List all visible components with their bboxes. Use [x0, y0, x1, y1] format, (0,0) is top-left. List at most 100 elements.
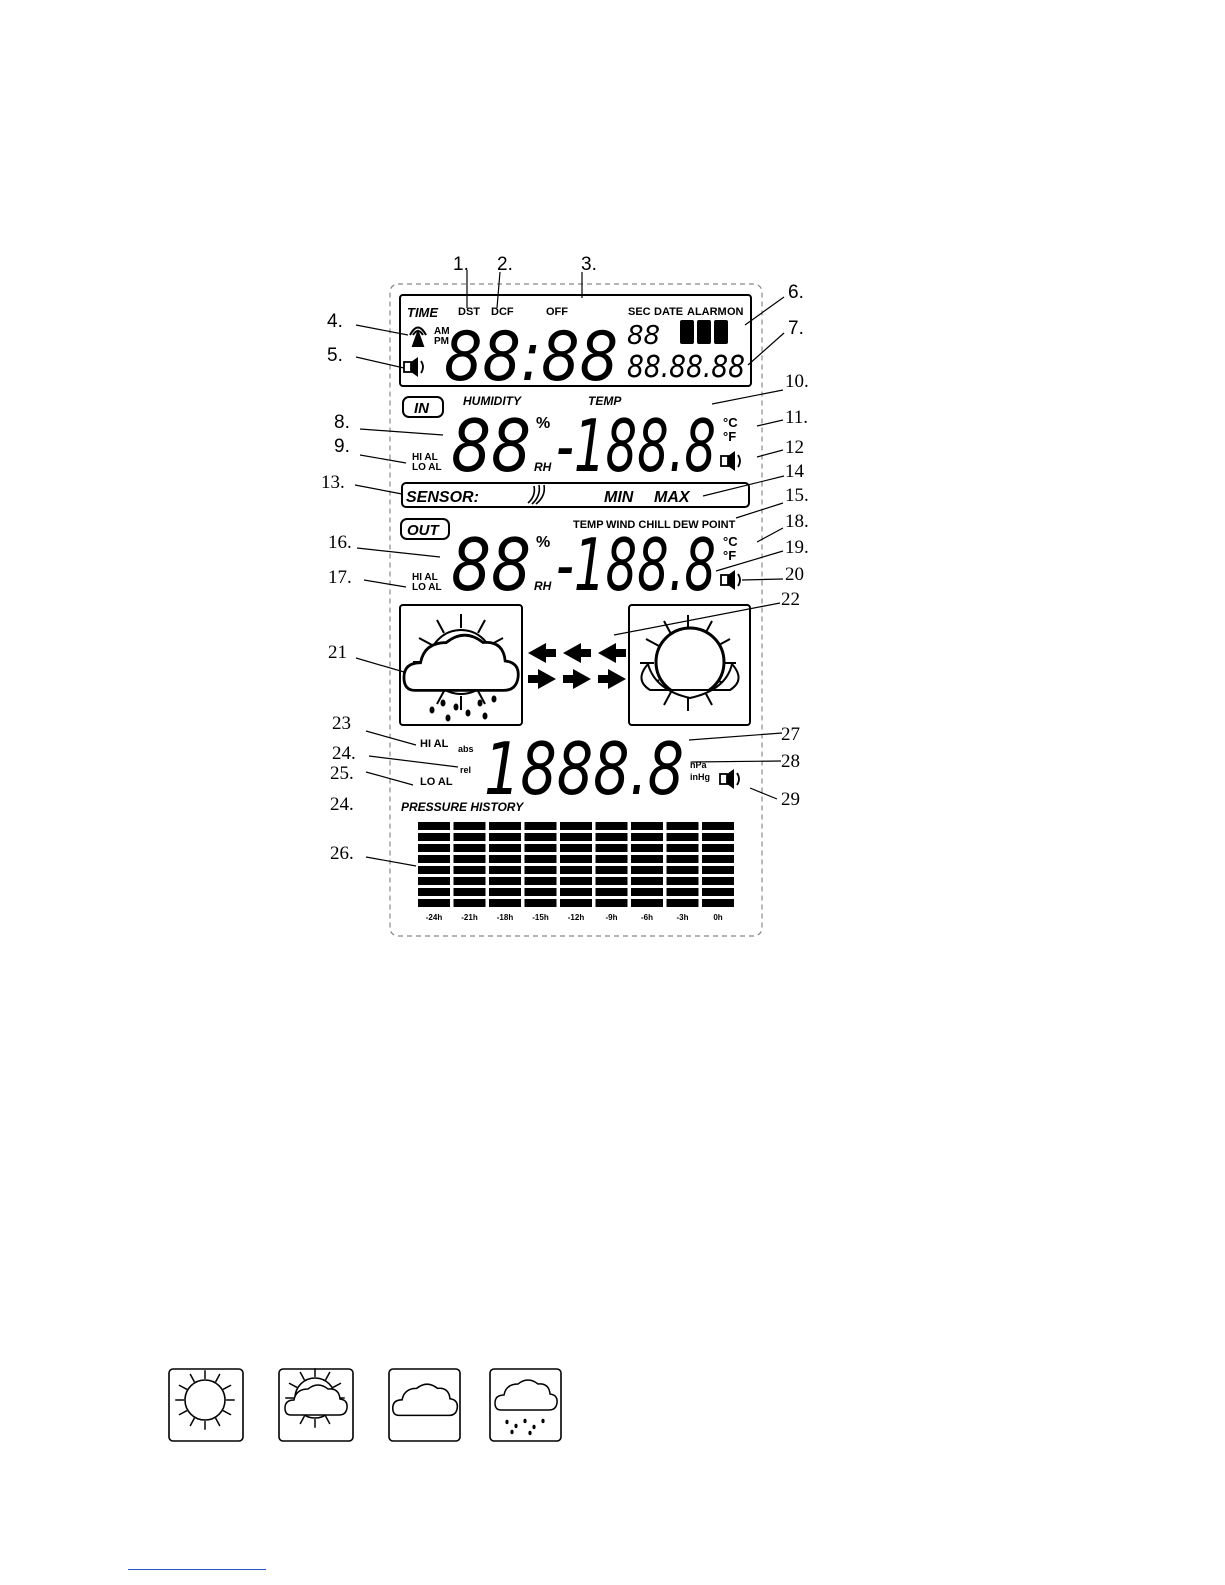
history-bar-segment [702, 822, 734, 830]
in-badge: IN [414, 400, 430, 417]
callout-7: 7. [788, 318, 804, 339]
lcd-outer-frame [389, 283, 763, 937]
history-bar-segment [453, 822, 486, 830]
history-bar-segment [560, 866, 592, 874]
history-bar-segment [595, 822, 628, 830]
history-bar-segment [631, 866, 663, 874]
wireless-signal-icon [527, 484, 546, 505]
indoor-lo-al: LO AL [412, 462, 442, 473]
date-label: DATE [654, 306, 683, 318]
out-badge: OUT [407, 522, 441, 539]
legend-cloudy-icon [388, 1368, 461, 1442]
history-bar-segment [489, 866, 521, 874]
alarm-label: ALARM [687, 306, 727, 318]
pressure-inhg: inHg [690, 772, 710, 782]
indoor-celsius: °C [723, 415, 738, 430]
history-bar-segment [560, 833, 592, 841]
history-bar-segment [702, 844, 734, 852]
indoor-humidity-digits: 88 [451, 404, 531, 488]
history-bar-segment [453, 888, 486, 896]
pressure-history-bars [418, 822, 734, 907]
history-bar-segment [631, 877, 663, 885]
history-bar-segment [560, 844, 592, 852]
on-label: ON [727, 306, 744, 318]
pressure-hpa: hPa [690, 760, 708, 770]
sensor-label: SENSOR: [406, 489, 479, 506]
indoor-temp-digits: -188.8 [556, 404, 716, 488]
indoor-rh: RH [534, 460, 552, 474]
callout-16: 16. [328, 532, 352, 553]
history-bar-segment [631, 888, 663, 896]
pressure-abs: abs [458, 744, 474, 754]
outdoor-fahrenheit: °F [723, 548, 736, 563]
history-bar-segment [489, 822, 521, 830]
footer-link-underline[interactable] [128, 1569, 266, 1570]
history-bar-segment [702, 833, 734, 841]
pressure-history-label: PRESSURE HISTORY [401, 800, 524, 814]
callout-21: 21 [328, 642, 347, 663]
history-bar-segment [489, 855, 521, 863]
callout-6: 6. [788, 282, 804, 303]
callout-19: 19. [785, 537, 809, 558]
min-label: MIN [604, 489, 634, 506]
history-bar-segment [489, 844, 521, 852]
legend-sunny-icon [168, 1368, 244, 1442]
alarm-speaker-icon [403, 356, 424, 378]
history-time-label: -21h [461, 913, 478, 922]
callout-25: 25. [330, 763, 354, 784]
history-bar-segment [702, 888, 734, 896]
pressure-hi-al: HI AL [420, 738, 449, 750]
history-bar-segment [524, 888, 557, 896]
outdoor-dew-point-label: DEW POINT [673, 519, 736, 531]
history-bar-segment [666, 855, 699, 863]
pressure-alarm-speaker-icon [719, 768, 740, 790]
history-bar-segment [595, 833, 628, 841]
history-bar-segment [666, 899, 699, 907]
history-bar-segment [631, 833, 663, 841]
date-digits: 88.88.88 [627, 350, 745, 385]
history-bar-segment [453, 877, 486, 885]
dst-label: DST [458, 306, 480, 318]
history-bar-segment [702, 899, 734, 907]
callout-5: 5. [327, 345, 343, 366]
history-bar-segment [524, 844, 557, 852]
callout-12: 12 [785, 437, 804, 458]
outdoor-alarm-speaker-icon [720, 569, 741, 591]
outdoor-humidity-digits: 88 [451, 523, 531, 607]
callout-2: 2. [497, 254, 513, 275]
history-time-label: -6h [641, 913, 653, 922]
pressure-digits: 1888.8 [484, 727, 684, 811]
off-label: OFF [546, 306, 568, 318]
history-bar-segment [418, 899, 450, 907]
history-bar-segment [666, 833, 699, 841]
dcf-label: DCF [491, 306, 514, 318]
forecast-rainy-cloud-icon [402, 613, 520, 722]
history-bar-segment [595, 899, 628, 907]
history-bar-segment [595, 888, 628, 896]
in-badge-frame [402, 396, 444, 418]
history-bar-segment [666, 866, 699, 874]
alarm-segment-blocks [680, 320, 728, 344]
max-label: MAX [654, 489, 691, 506]
legend-partly-cloudy-icon [278, 1367, 354, 1442]
forecast-sunny-cloudy-icon [639, 614, 740, 712]
history-bar-segment [418, 833, 450, 841]
history-bar-segment [524, 822, 557, 830]
history-bar-segment [702, 855, 734, 863]
history-bar-segment [524, 877, 557, 885]
history-bar-segment [418, 877, 450, 885]
legend-rainy-icon [489, 1368, 562, 1442]
history-bar-segment [418, 844, 450, 852]
outdoor-lo-al: LO AL [412, 582, 442, 593]
callout-11: 11. [785, 407, 808, 428]
indoor-humidity-label: HUMIDITY [463, 394, 522, 408]
time-section-frame [399, 294, 752, 387]
callout-29: 29 [781, 789, 800, 810]
outdoor-wind-chill-label: WIND CHILL [606, 519, 671, 531]
sensor-bar-frame [401, 482, 750, 508]
pressure-lo-al: LO AL [420, 776, 453, 788]
history-bar-segment [702, 877, 734, 885]
outdoor-percent: % [536, 534, 550, 551]
